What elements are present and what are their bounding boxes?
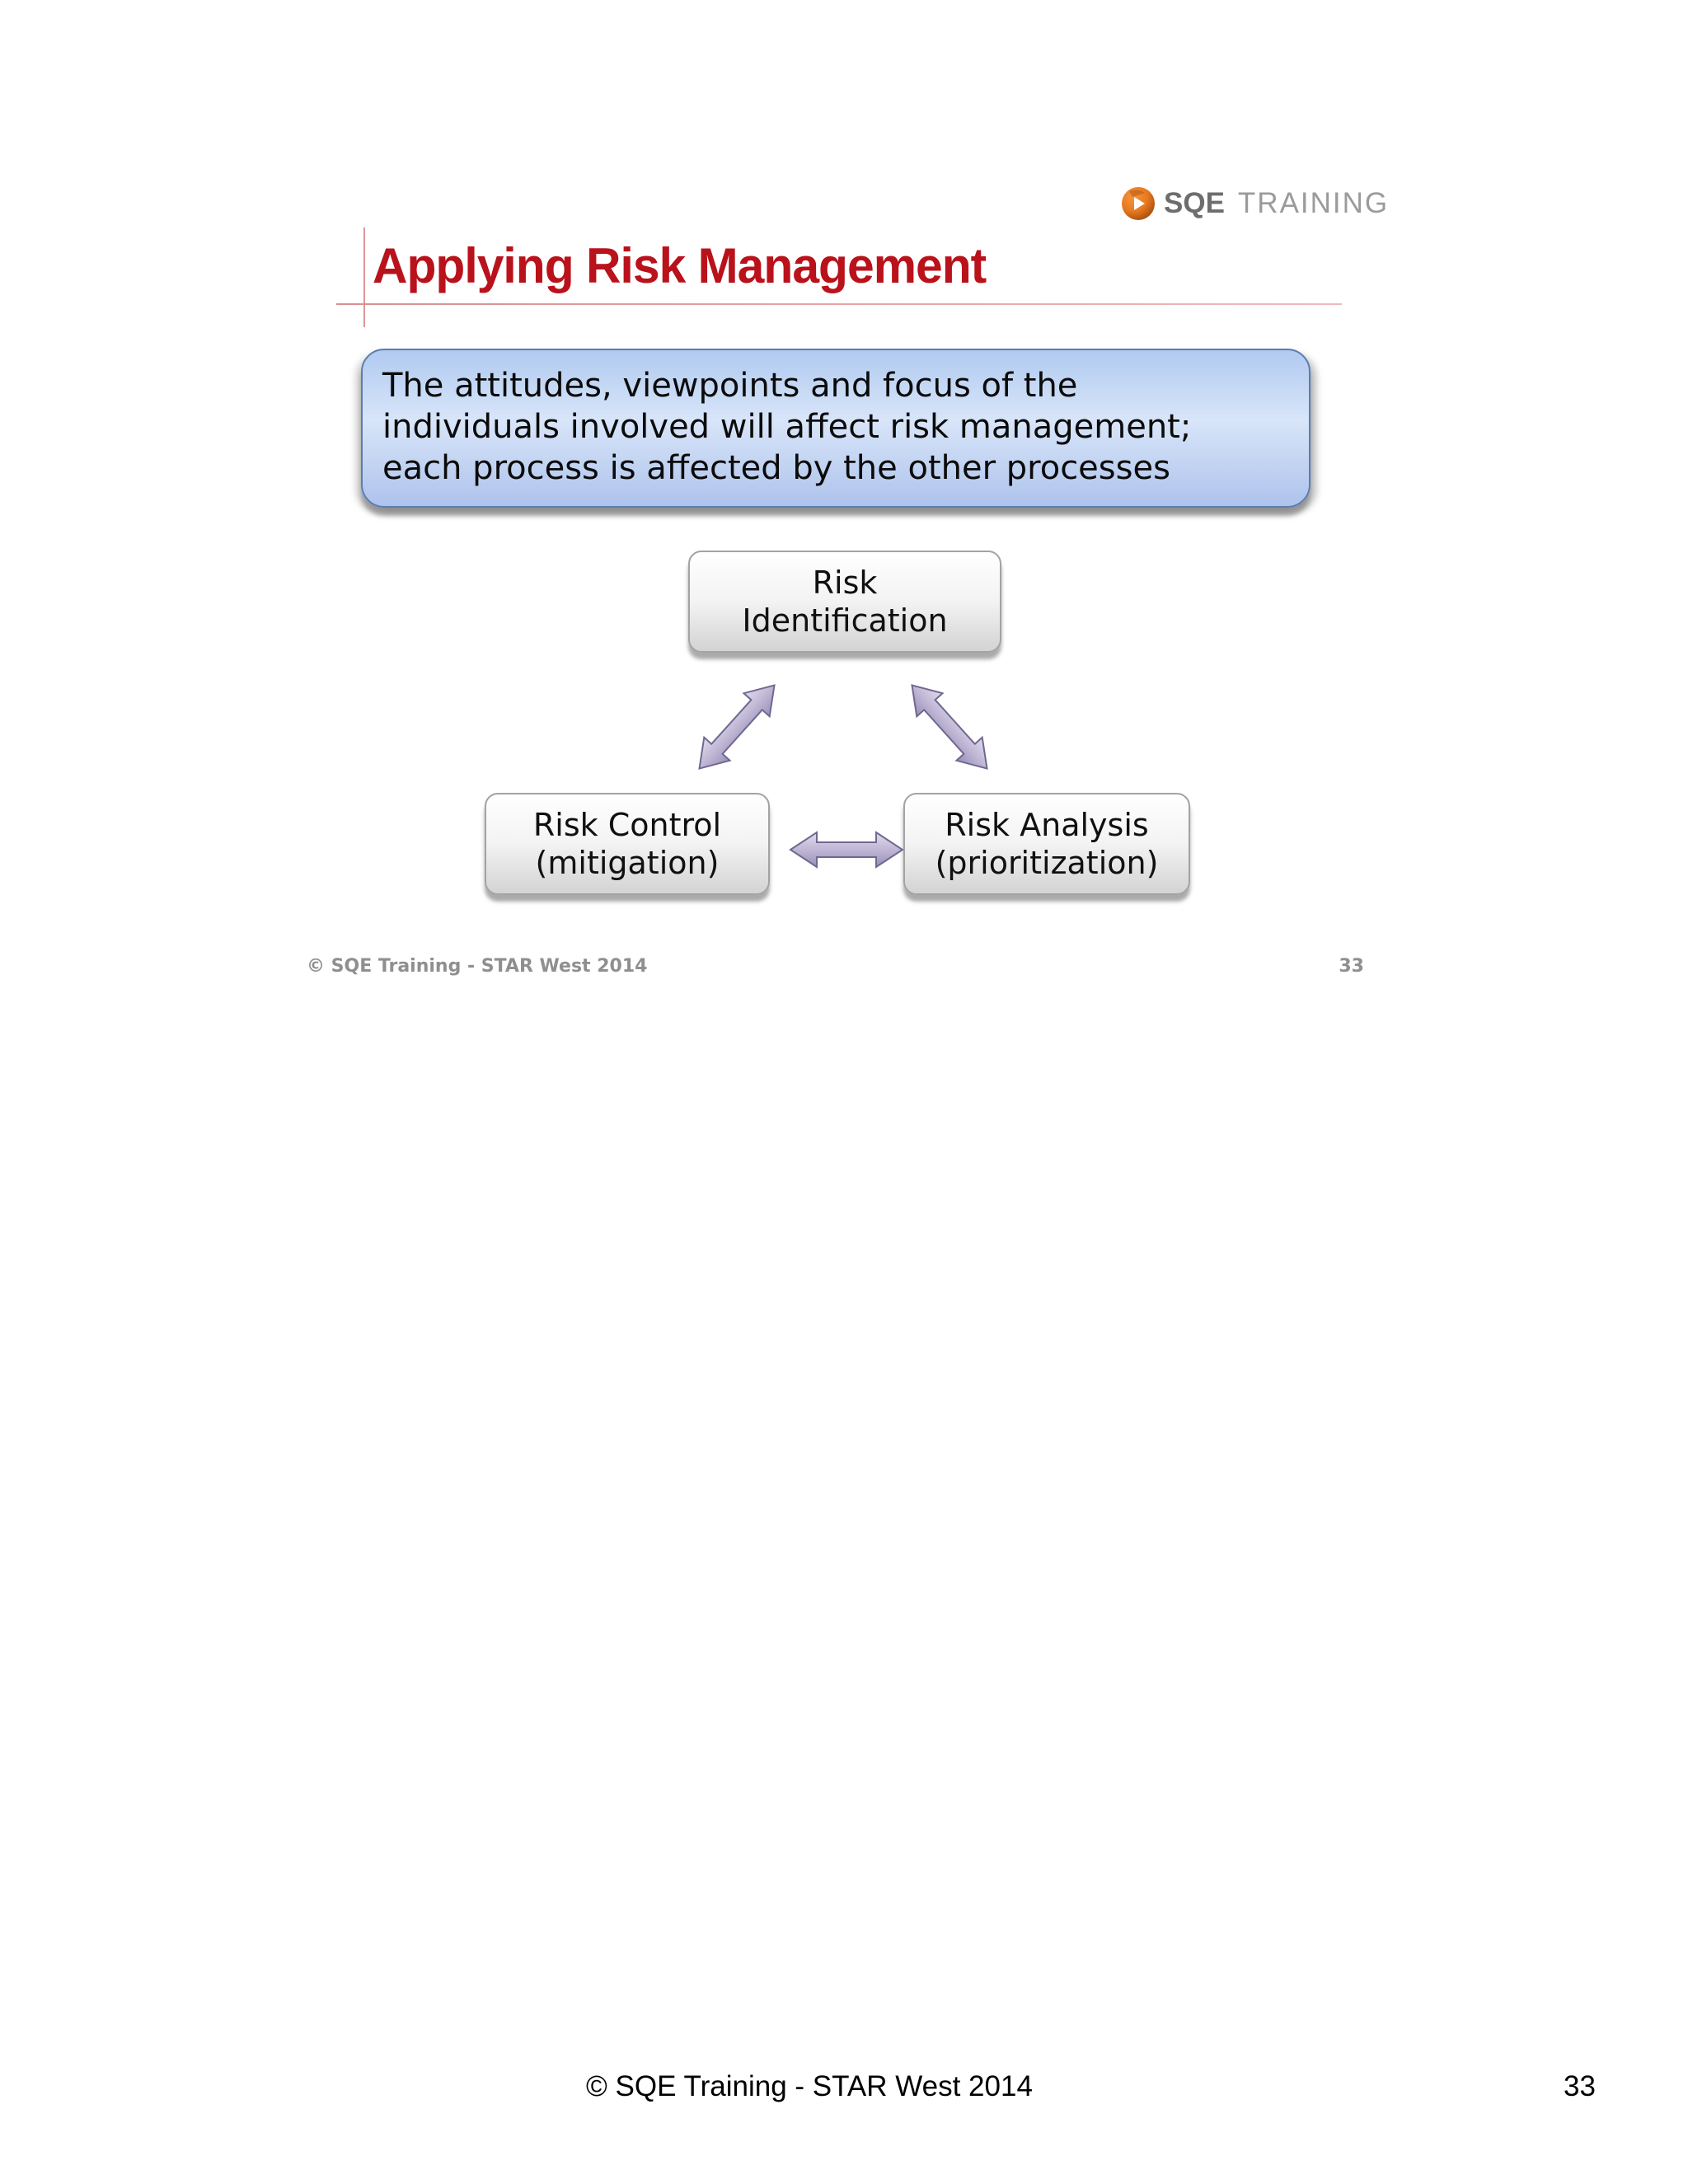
callout-line: each process is affected by the other pr… (382, 449, 1170, 487)
node-label-line: (prioritization) (935, 845, 1159, 881)
slide-footer-page-number: 33 (1339, 956, 1364, 977)
slide-title: Applying Risk Management (373, 238, 987, 293)
node-risk-analysis: Risk Analysis (prioritization) (903, 793, 1190, 895)
title-underline-rule (336, 303, 1342, 305)
slide-footer-copyright: © SQE Training - STAR West 2014 (307, 956, 648, 977)
title-vertical-rule (363, 227, 365, 327)
callout-line: individuals involved will affect risk ma… (382, 408, 1192, 446)
double-arrow-control-analysis-icon (789, 828, 904, 871)
logo-brand-light: TRAINING (1237, 187, 1390, 219)
double-arrow-identification-control-icon (682, 670, 791, 785)
sqe-training-logo: SQE TRAINING (1121, 186, 1389, 221)
play-swirl-icon (1122, 187, 1155, 220)
node-label-line: (mitigation) (535, 845, 720, 881)
node-label-line: Risk Analysis (945, 807, 1149, 843)
node-label-line: Identification (742, 602, 948, 639)
page-footer-copyright: © SQE Training - STAR West 2014 (586, 2070, 1033, 2102)
double-arrow-identification-analysis-icon (895, 670, 1004, 785)
callout-box: The attitudes, viewpoints and focus of t… (361, 349, 1311, 508)
logo-brand-bold: SQE (1164, 187, 1225, 219)
node-label-line: Risk Control (532, 807, 722, 843)
callout-line: The attitudes, viewpoints and focus of t… (382, 367, 1078, 405)
node-label-line: Risk (812, 565, 878, 601)
node-risk-control: Risk Control (mitigation) (485, 793, 770, 895)
page-footer-page-number: 33 (1564, 2070, 1596, 2102)
node-risk-identification: Risk Identification (688, 551, 1001, 653)
